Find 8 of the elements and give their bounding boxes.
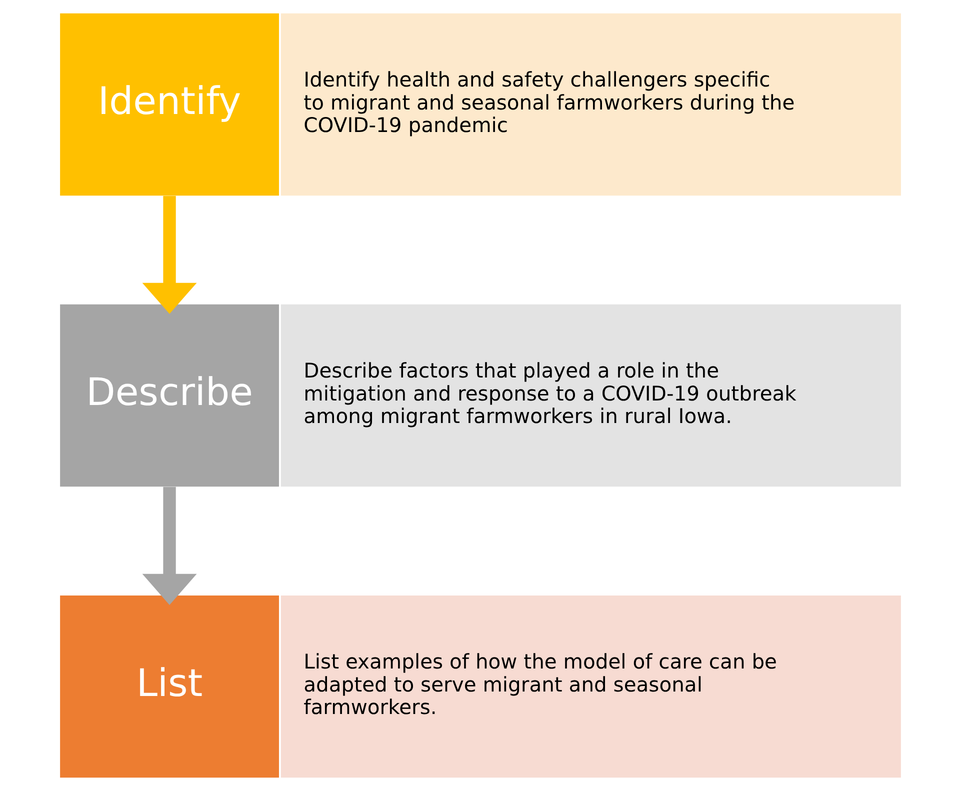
node-box: Describe factors that played a role in the mitigation and response to a COVID-19 outbreak among migrant farmworkers in rural Iowa. <box>280 304 901 487</box>
arrow <box>142 486 197 605</box>
node-box: List examples of how the model of care can be adapted to serve migrant and seasonal farmworkers. <box>280 595 901 778</box>
node-box: List <box>60 595 279 778</box>
arrow <box>142 196 197 314</box>
node-box: Identify <box>60 13 279 196</box>
node-box: Identify health and safety challengers specific to migrant and seasonal farmworkers during the COVID-19 pandemic <box>280 13 901 196</box>
node-box: Describe <box>60 304 279 487</box>
